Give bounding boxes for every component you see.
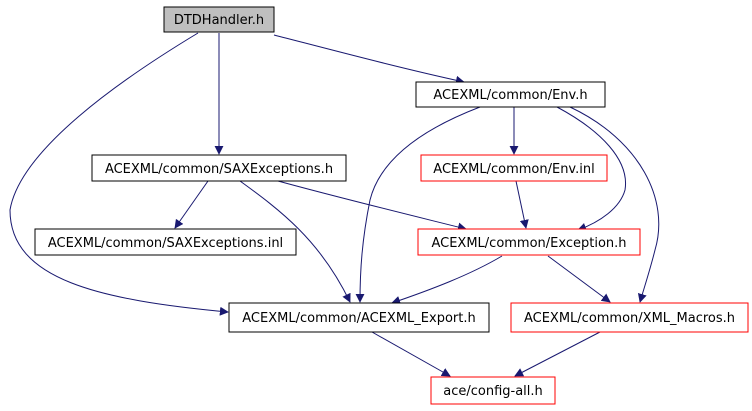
node-box — [91, 154, 347, 182]
node-env-inl[interactable]: ACEXML/common/Env.inl — [420, 154, 608, 182]
node-box — [163, 6, 275, 33]
node-label: ACEXML/common/XML_Macros.h — [524, 311, 735, 326]
edge-dtd-handler-to-acexml-export-h — [9, 32, 229, 316]
node-exception-h[interactable]: ACEXML/common/Exception.h — [417, 228, 641, 256]
node-xml-macros-h[interactable]: ACEXML/common/XML_Macros.h — [510, 302, 749, 333]
node-box — [417, 228, 641, 256]
edge-env-h-to-acexml-export-h — [355, 106, 481, 303]
edge-sax-exceptions-h-to-sax-exceptions-inl — [174, 180, 209, 229]
node-box — [420, 154, 608, 182]
edge-env-h-to-xml-macros-h — [569, 106, 660, 303]
edges — [9, 32, 660, 377]
node-label: ACEXML/common/Exception.h — [431, 236, 626, 251]
node-label: ACEXML/common/SAXExceptions.h — [105, 162, 333, 177]
node-dtd-handler[interactable]: DTDHandler.h — [163, 6, 275, 33]
edge-sax-exceptions-h-to-acexml-export-h — [239, 180, 351, 303]
node-label: ACEXML/common/SAXExceptions.inl — [48, 236, 283, 251]
node-acexml-export-h[interactable]: ACEXML/common/ACEXML_Export.h — [228, 302, 490, 333]
node-box — [510, 302, 749, 333]
edge-exception-h-to-acexml-export-h — [391, 255, 503, 305]
node-sax-exceptions-h[interactable]: ACEXML/common/SAXExceptions.h — [91, 154, 347, 182]
edge-xml-macros-h-to-config-all-h — [514, 331, 601, 377]
node-label: ACEXML/common/Env.h — [433, 88, 587, 103]
node-box — [228, 302, 490, 333]
node-env-h[interactable]: ACEXML/common/Env.h — [415, 81, 606, 108]
node-label: DTDHandler.h — [174, 13, 264, 28]
edge-dtd-handler-to-env-h — [273, 34, 465, 85]
node-box — [415, 81, 606, 108]
edge-exception-h-to-xml-macros-h — [547, 255, 611, 303]
edge-acexml-export-h-to-config-all-h — [371, 331, 451, 377]
node-box — [430, 376, 556, 405]
edge-sax-exceptions-h-to-exception-h — [277, 180, 467, 232]
node-box — [34, 228, 297, 256]
node-label: ACEXML/common/Env.inl — [433, 162, 594, 177]
nodes: DTDHandler.h ACEXML/common/Env.h ACEXML/… — [34, 6, 749, 405]
node-label: ACEXML/common/ACEXML_Export.h — [242, 311, 475, 326]
node-label: ace/config-all.h — [443, 384, 543, 399]
edge-env-inl-to-exception-h — [515, 180, 529, 229]
node-sax-exceptions-inl[interactable]: ACEXML/common/SAXExceptions.inl — [34, 228, 297, 256]
node-config-all-h[interactable]: ace/config-all.h — [430, 376, 556, 405]
edge-env-h-to-exception-h — [556, 106, 627, 232]
